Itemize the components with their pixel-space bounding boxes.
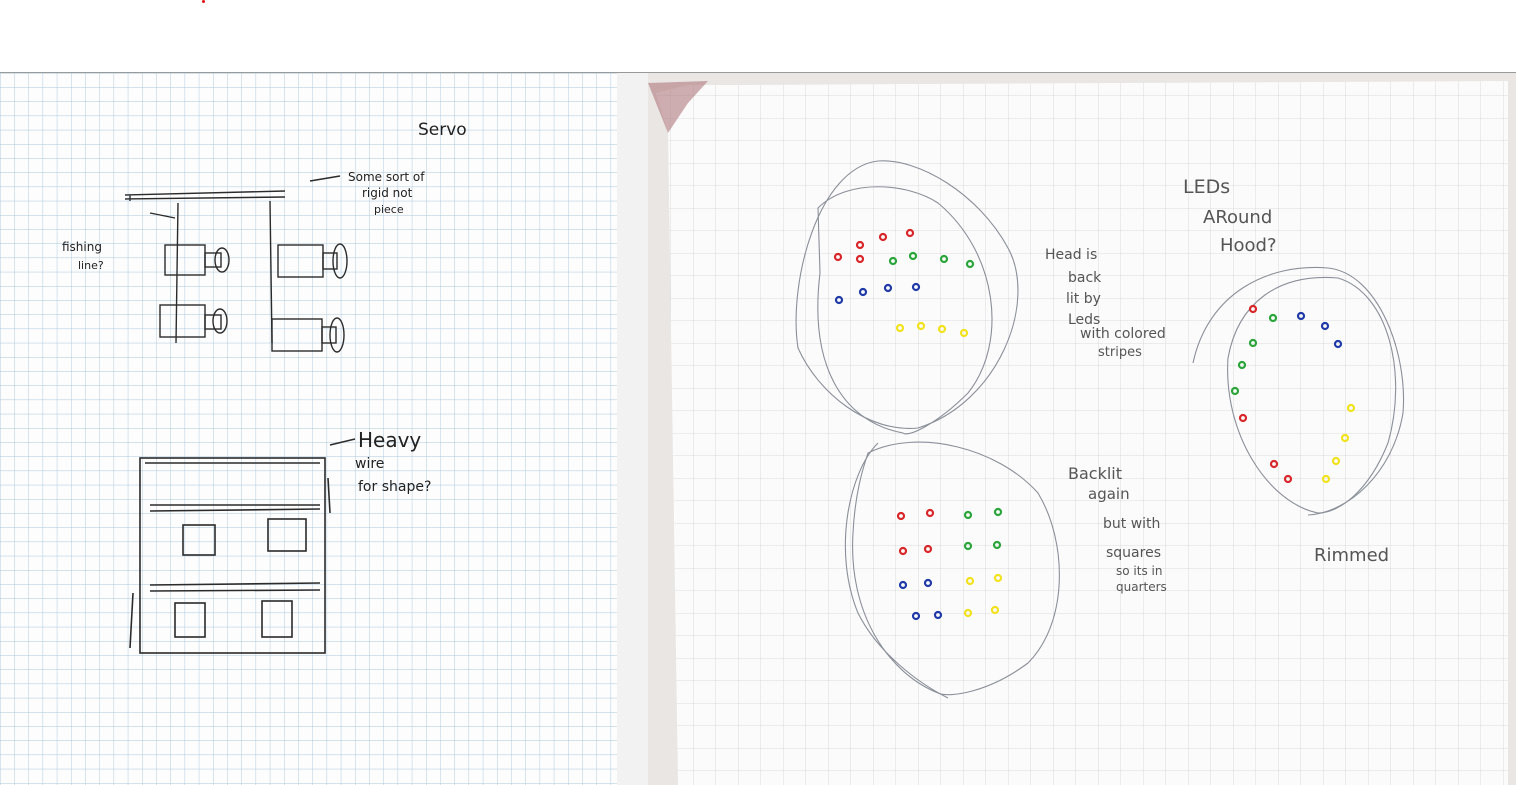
backlit-squares-label-1: Backlit (1068, 464, 1122, 483)
head-backlit-label-2: back (1068, 270, 1102, 286)
backlit-squares-label-2: again (1088, 485, 1130, 503)
leds-around-hood-label-2: ARound (1203, 207, 1272, 228)
heavy-wire-label-1: Heavy (358, 428, 421, 452)
led-sketch: Head is back lit by Leds with colored st… (648, 81, 1508, 785)
yellow-leds (895, 321, 1356, 618)
leds-around-hood-label-3: Hood? (1220, 235, 1277, 256)
rigid-piece-label-1: Some sort of (348, 170, 425, 184)
fishing-line-label-1: fishing (62, 240, 102, 254)
top-divider (0, 72, 1516, 73)
led-dots (833, 228, 1356, 621)
head-backlit-label-6: stripes (1098, 345, 1142, 360)
heavy-wire-frame-drawing (129, 438, 356, 654)
head-backlit-label-3: lit by (1066, 291, 1101, 307)
heavy-wire-label-2: wire (355, 456, 384, 472)
head-outlines (795, 160, 1405, 699)
head-backlit-label-4: Leds (1068, 312, 1100, 328)
head-backlit-label-1: Head is (1045, 247, 1097, 263)
backlit-squares-label-3: but with (1103, 516, 1160, 532)
servo-label: Servo (418, 120, 467, 140)
page-gap (617, 73, 648, 785)
led-sketch-page: Head is back lit by Leds with colored st… (648, 73, 1516, 785)
top-bar (0, 0, 1516, 73)
servo-rig-drawing (124, 175, 348, 353)
red-leds (833, 228, 1293, 556)
red-mark (202, 0, 205, 3)
heavy-wire-label-3: for shape? (358, 479, 431, 495)
blue-leds (834, 282, 1343, 621)
rigid-piece-label-2: rigid not (362, 186, 413, 200)
backlit-squares-label-4: squares (1106, 545, 1161, 561)
servo-sketch: Servo Some sort of rigid not piece fishi… (0, 73, 617, 785)
rimmed-label: Rimmed (1314, 545, 1389, 566)
rigid-piece-label-3: piece (374, 203, 404, 216)
servo-sketch-page: Servo Some sort of rigid not piece fishi… (0, 73, 617, 785)
head-backlit-label-5: with colored (1080, 326, 1166, 342)
fishing-line-label-2: line? (78, 259, 104, 272)
leds-around-hood-label-1: LEDs (1183, 176, 1230, 198)
backlit-squares-label-5: so its in (1116, 564, 1162, 578)
green-leds (888, 251, 1278, 551)
backlit-squares-label-6: quarters (1116, 580, 1167, 594)
